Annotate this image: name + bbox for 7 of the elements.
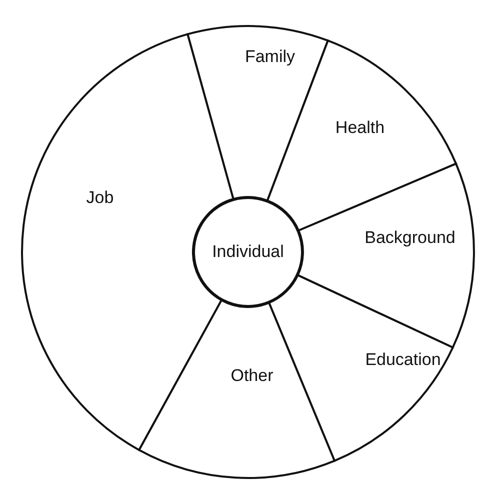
hub-label: Individual [212, 242, 284, 262]
segment-label: Job [86, 188, 114, 208]
segment-label: Background [364, 228, 456, 248]
segment-label: Other [230, 366, 274, 386]
segment-label: Education [365, 350, 441, 370]
segment-label: Health [335, 118, 385, 138]
segment-label: Family [244, 47, 296, 67]
